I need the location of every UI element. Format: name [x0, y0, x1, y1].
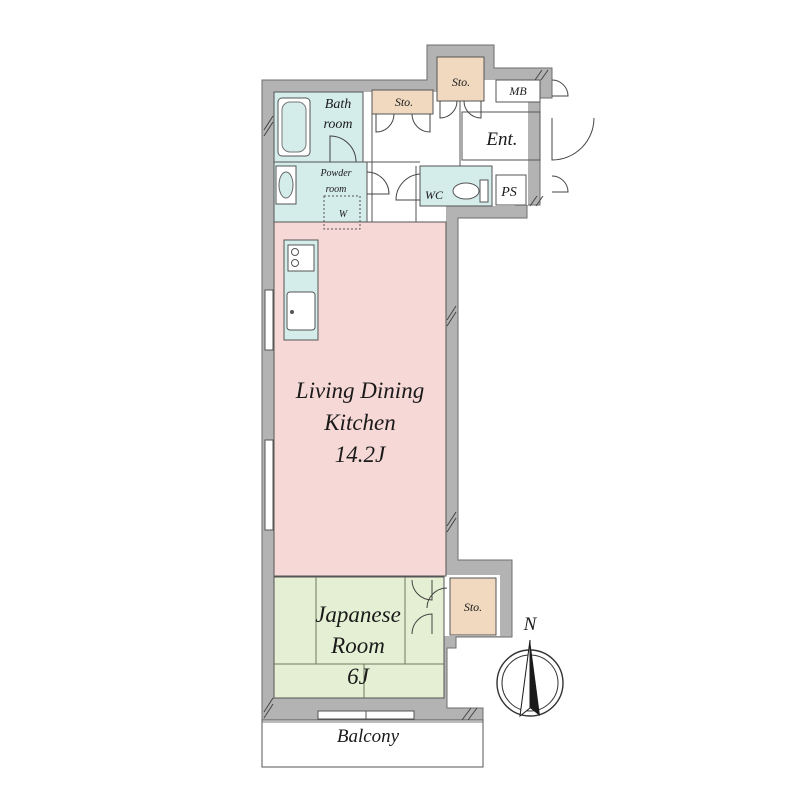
wc-label: WC — [425, 188, 444, 202]
storage-japanese-floor — [449, 577, 497, 636]
storage-top-left-label: Sto. — [395, 95, 413, 109]
ldk-label-line1: Living Dining — [295, 378, 424, 403]
mb-label: MB — [508, 84, 527, 98]
storage-top-right-floor — [436, 56, 485, 102]
japanese-room-size-label: 6J — [347, 664, 371, 689]
wash-basin-icon — [275, 165, 297, 205]
powder-room-label-line2: room — [326, 184, 347, 195]
wall-hatching — [263, 69, 549, 721]
kitchen-sink-icon — [286, 291, 316, 331]
bath-room-label-line1: Bath — [325, 97, 351, 112]
ldk-size-label: 14.2J — [335, 442, 387, 467]
north-label: N — [523, 614, 538, 635]
entrance-label: Ent. — [485, 129, 517, 150]
windows — [264, 289, 415, 720]
stove-icon — [287, 244, 315, 272]
tatami-lines — [274, 577, 444, 698]
japanese-room-label-line2: Room — [330, 633, 385, 658]
powder-room-label-line1: Powder — [319, 168, 351, 179]
balcony — [261, 719, 484, 768]
bathtub-icon — [277, 97, 311, 157]
ps-label: PS — [500, 185, 517, 200]
toilet-icon — [452, 179, 489, 203]
storage-top-right-label: Sto. — [452, 75, 470, 89]
washing-machine-space-icon — [323, 195, 361, 230]
japanese-room-label-line1: Japanese — [315, 602, 401, 627]
washer-label: W — [339, 209, 349, 220]
kitchen-counter — [283, 239, 319, 341]
ldk-label-line2: Kitchen — [323, 410, 396, 435]
ps-box — [495, 174, 527, 206]
mb-box — [495, 79, 541, 103]
north-arrow-icon — [496, 639, 564, 718]
balcony-label: Balcony — [337, 726, 400, 747]
storage-japanese-label: Sto. — [464, 600, 482, 614]
hallway-lines — [367, 101, 461, 222]
bath-room-label-line2: room — [323, 117, 352, 132]
doors — [315, 79, 595, 763]
storage-top-left-floor — [371, 89, 434, 115]
japanese-room-floor — [273, 576, 445, 699]
